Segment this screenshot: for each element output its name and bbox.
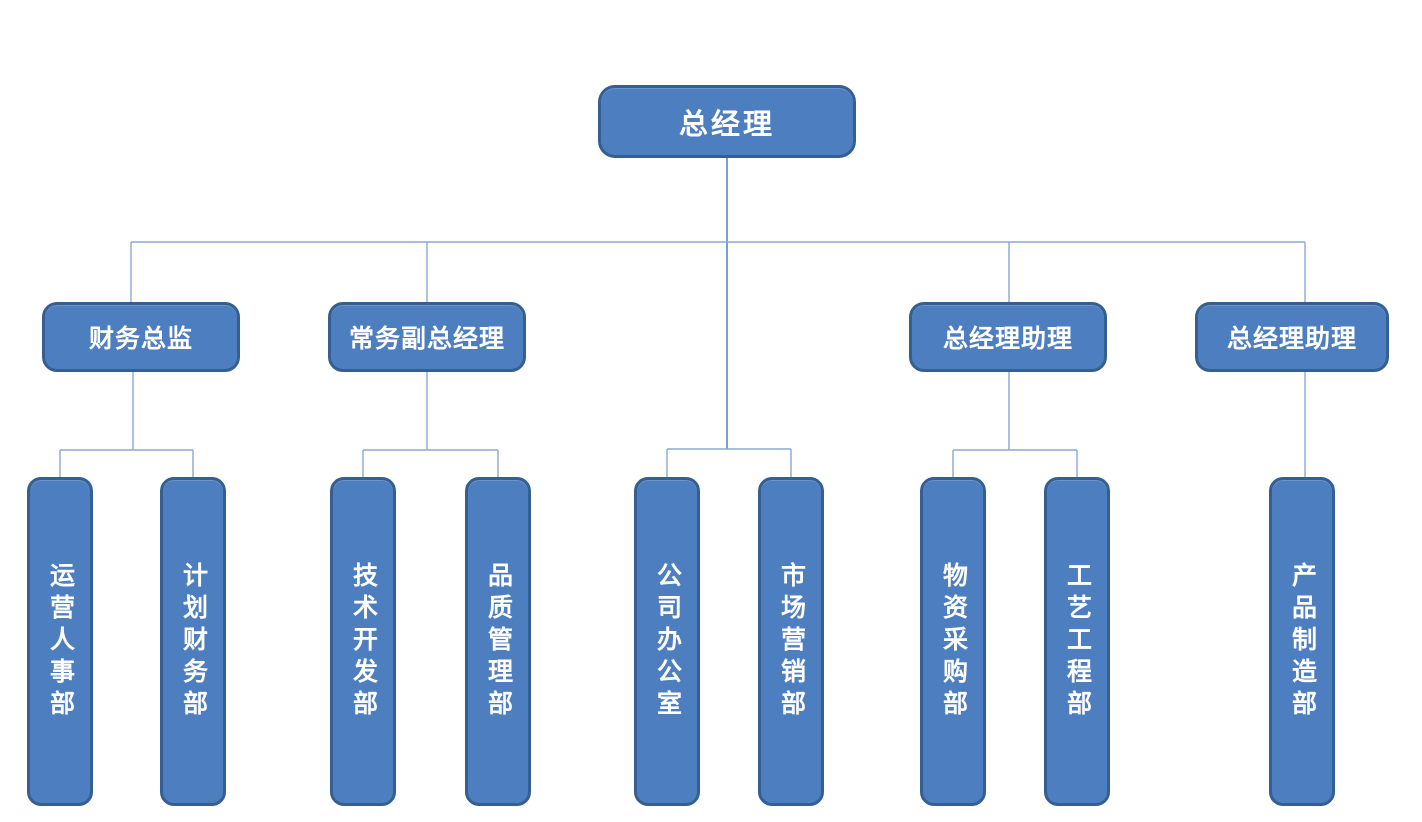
- node-label: 计划财务部: [179, 561, 207, 722]
- node-label: 财务总监: [88, 326, 193, 353]
- connector: [59, 372, 194, 477]
- node-gm-assistant-2: 总经理助理: [1195, 302, 1389, 372]
- node-label: 常务副总经理: [348, 326, 505, 353]
- node-dept-company-office: 公司办公室: [634, 477, 700, 806]
- node-label: 物资采购部: [939, 561, 967, 722]
- connector: [362, 372, 499, 477]
- connector: [666, 448, 792, 477]
- node-dept-material-procurement: 物资采购部: [920, 477, 986, 806]
- node-dept-quality-management: 品质管理部: [465, 477, 531, 806]
- node-dept-operations-hr: 运营人事部: [27, 477, 93, 806]
- node-dept-tech-development: 技术开发部: [330, 477, 396, 806]
- node-dept-product-manufacturing: 产品制造部: [1269, 477, 1335, 806]
- node-dept-process-engineering: 工艺工程部: [1044, 477, 1110, 806]
- connector: [952, 372, 1078, 477]
- node-label: 总经理助理: [1226, 326, 1357, 353]
- node-label: 总经理: [678, 108, 775, 141]
- node-label: 公司办公室: [653, 561, 681, 722]
- node-dept-planning-finance: 计划财务部: [160, 477, 226, 806]
- node-label: 产品制造部: [1288, 561, 1316, 722]
- node-label: 市场营销部: [777, 561, 805, 722]
- node-general-manager: 总经理: [598, 85, 856, 158]
- node-gm-assistant-1: 总经理助理: [909, 302, 1107, 372]
- node-label: 总经理助理: [942, 326, 1073, 353]
- node-label: 工艺工程部: [1063, 561, 1091, 722]
- node-label: 技术开发部: [349, 561, 377, 722]
- node-label: 运营人事部: [46, 561, 74, 722]
- node-label: 品质管理部: [484, 561, 512, 722]
- node-executive-deputy-gm: 常务副总经理: [328, 302, 526, 372]
- node-dept-marketing: 市场营销部: [758, 477, 824, 806]
- node-finance-director: 财务总监: [42, 302, 240, 372]
